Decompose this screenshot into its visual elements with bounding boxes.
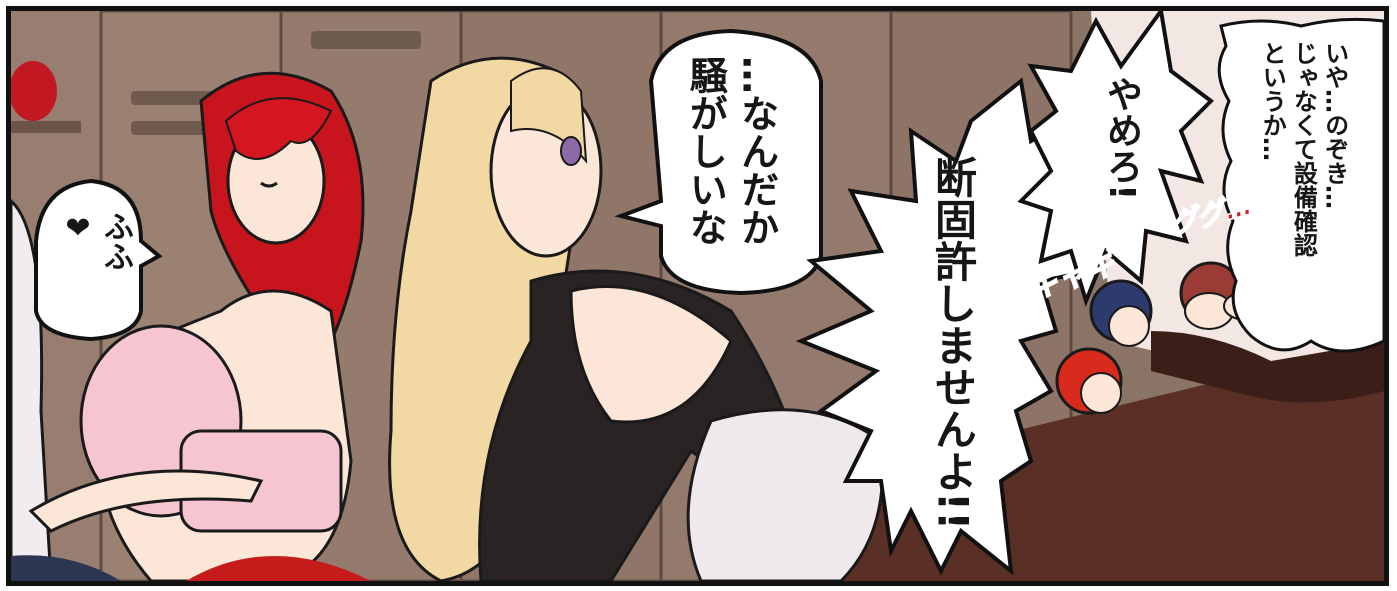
bubble-text-sawagashii: …なんだか 騒がしいな (683, 56, 779, 246)
manga-panel: ふふ ❤ …なんだか 騒がしいな 断固許しませんよ!! やめろ! いや…のぞき…… (6, 6, 1389, 586)
thought-bubble-iya (1217, 17, 1384, 353)
scene-illustration (11, 11, 1384, 581)
red-haired-woman (28, 71, 371, 581)
speech-bubble-fufu (34, 178, 163, 342)
bubble-text-fufu: ふふ ❤ (60, 211, 134, 271)
blonde-woman (388, 56, 885, 581)
red-towel (11, 61, 57, 121)
chibi-characters (1055, 261, 1269, 415)
bubble-text-yamero: やめろ! (1101, 76, 1142, 201)
bubble-text-iya: いや…のぞき… じゃなくて設備確認 というか… (1258, 41, 1349, 257)
shout-bubble-yamero (1017, 11, 1215, 308)
bubble-text-danko: 断固許しませんよ!! (928, 156, 978, 531)
